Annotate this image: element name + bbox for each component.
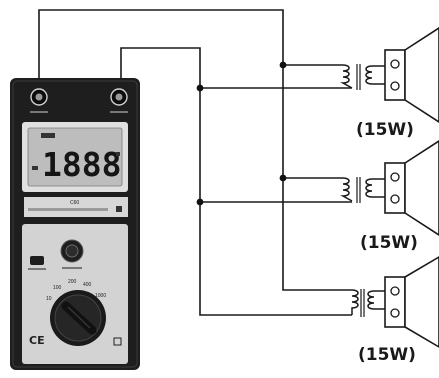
terminal-screw <box>390 286 400 296</box>
bus-wire-b <box>120 47 352 316</box>
range-mark: 400 <box>83 282 92 288</box>
transformer-secondary-coil <box>367 290 375 310</box>
speaker-3: (15W) <box>351 256 439 365</box>
speaker-power-label: (15W) <box>358 345 416 365</box>
terminal-screw <box>390 81 400 91</box>
speaker-1: (15W) <box>340 27 439 140</box>
transformer-primary-coil <box>351 289 359 315</box>
junction-dot <box>279 174 287 182</box>
terminal-screw <box>390 172 400 182</box>
secondary-lead <box>372 178 385 198</box>
junction-dot <box>279 61 287 69</box>
terminal-screw <box>390 194 400 204</box>
transformer-secondary-coil <box>365 65 373 85</box>
lcd-display <box>27 127 123 187</box>
lcd-reading: 1888 <box>42 145 121 184</box>
range-selector-knob[interactable] <box>50 290 106 346</box>
speaker-cone <box>404 27 439 123</box>
range-mark: 10 <box>46 296 52 302</box>
bus-wire-a <box>38 9 352 291</box>
range-mark: 200 <box>68 279 77 285</box>
lcd-indicator <box>41 133 55 138</box>
power-button[interactable] <box>30 256 44 265</box>
impedance-meter: 1888 C60 10 100 200 400 1000 <box>10 78 140 370</box>
terminal-screw <box>390 59 400 69</box>
speaker-cone <box>404 140 439 236</box>
test-button[interactable] <box>60 239 84 263</box>
junction-dot <box>196 84 204 92</box>
range-mark: 100 <box>53 285 62 291</box>
ce-mark: CE <box>29 334 45 347</box>
terminal-screw <box>390 308 400 318</box>
range-markings: 10 100 200 400 1000 <box>46 279 106 302</box>
speaker-terminal-block <box>384 162 406 214</box>
secondary-lead <box>374 290 385 310</box>
speaker-2: (15W) <box>340 140 439 253</box>
recycle-icon <box>113 337 122 346</box>
transformer-primary-coil <box>340 64 353 89</box>
transformer-secondary-coil <box>365 178 373 198</box>
model-strip <box>24 197 128 217</box>
model-label: C60 <box>70 200 79 206</box>
wiring <box>38 9 352 316</box>
lcd-unit-indicator <box>116 152 120 156</box>
model-strip-icon <box>116 206 122 212</box>
secondary-lead <box>372 65 385 85</box>
speaker-power-label: (15W) <box>356 120 414 140</box>
junction-dot <box>196 198 204 206</box>
junctions <box>196 61 287 206</box>
transformer-primary-coil <box>340 177 353 202</box>
input-terminal-left[interactable] <box>30 88 48 106</box>
input-terminal-right[interactable] <box>110 88 128 106</box>
speaker-terminal-block <box>384 49 406 101</box>
lcd-indicator <box>32 166 38 170</box>
speaker-cone <box>404 256 439 348</box>
speaker-power-label: (15W) <box>360 233 418 253</box>
range-mark: 1000 <box>95 293 106 299</box>
speaker-terminal-block <box>384 276 406 328</box>
